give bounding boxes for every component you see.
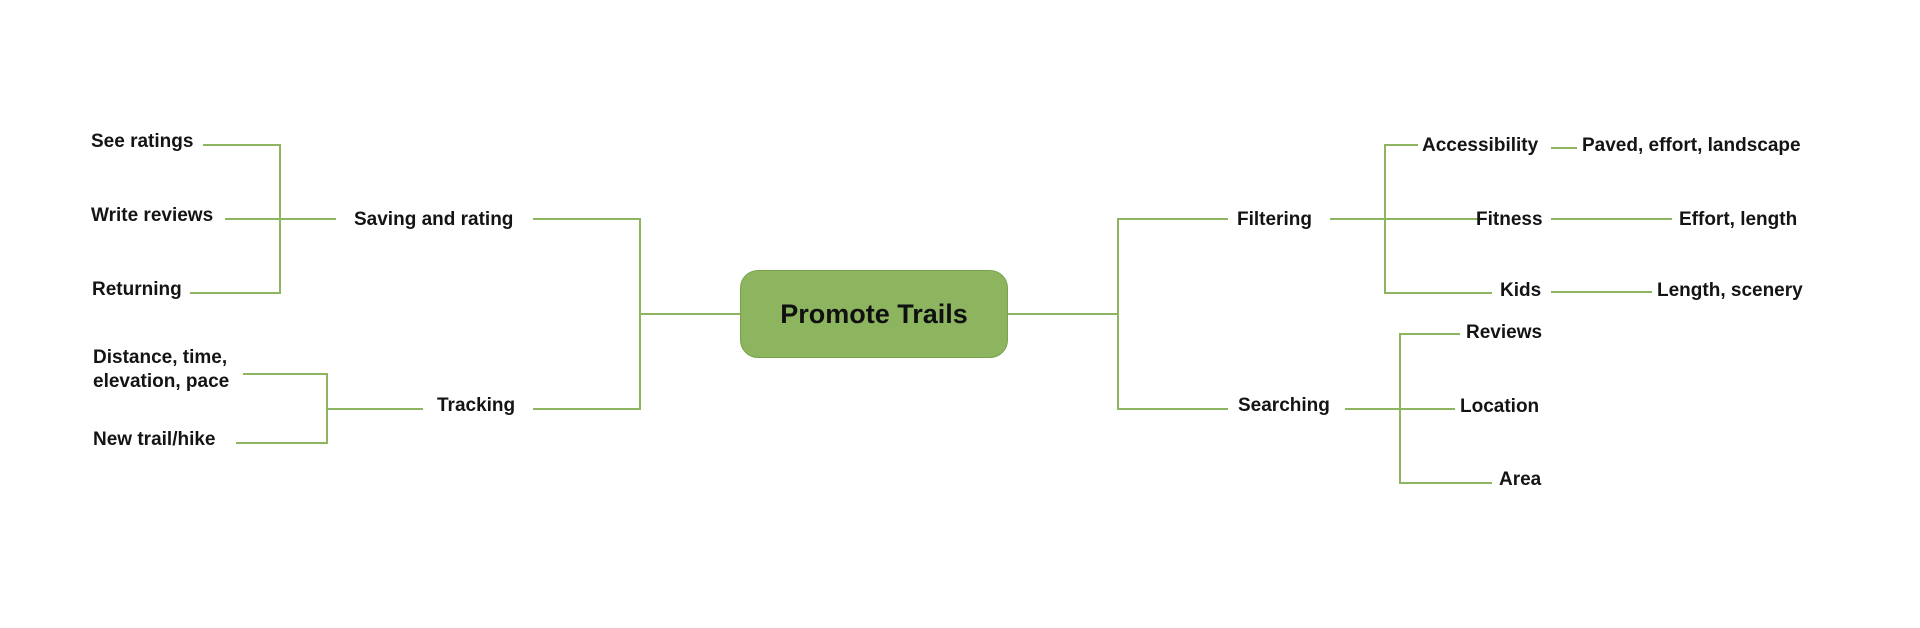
node-accessibility: Accessibility [1422,135,1539,156]
node-see-ratings: See ratings [91,131,194,152]
connector-filtering [1330,144,1492,294]
connector-saving [190,144,336,294]
node-returning: Returning [92,279,182,300]
node-distance-time-elevation-pace: Distance, time, elevation, pace [93,347,230,392]
node-filtering: Filtering [1237,209,1312,230]
node-reviews: Reviews [1466,322,1543,343]
connector-tracking [236,373,423,444]
node-tracking: Tracking [437,395,516,416]
node-write-reviews: Write reviews [91,205,214,226]
node-new-trail-hike: New trail/hike [93,429,216,450]
connector-searching [1345,333,1492,484]
node-kids: Kids [1500,280,1542,301]
node-effort-length: Effort, length [1679,209,1798,230]
node-paved-effort-landscape: Paved, effort, landscape [1582,135,1801,156]
node-searching: Searching [1238,395,1330,416]
node-length-scenery: Length, scenery [1657,280,1803,301]
node-area: Area [1499,469,1542,490]
node-saving-and-rating: Saving and rating [354,209,514,230]
connector-root-right [1008,218,1228,410]
connector-root-left [533,218,741,410]
connector-filtering-details [1551,147,1672,293]
root-node: Promote Trails [740,270,1008,358]
node-location: Location [1460,396,1540,417]
node-fitness: Fitness [1476,209,1543,230]
